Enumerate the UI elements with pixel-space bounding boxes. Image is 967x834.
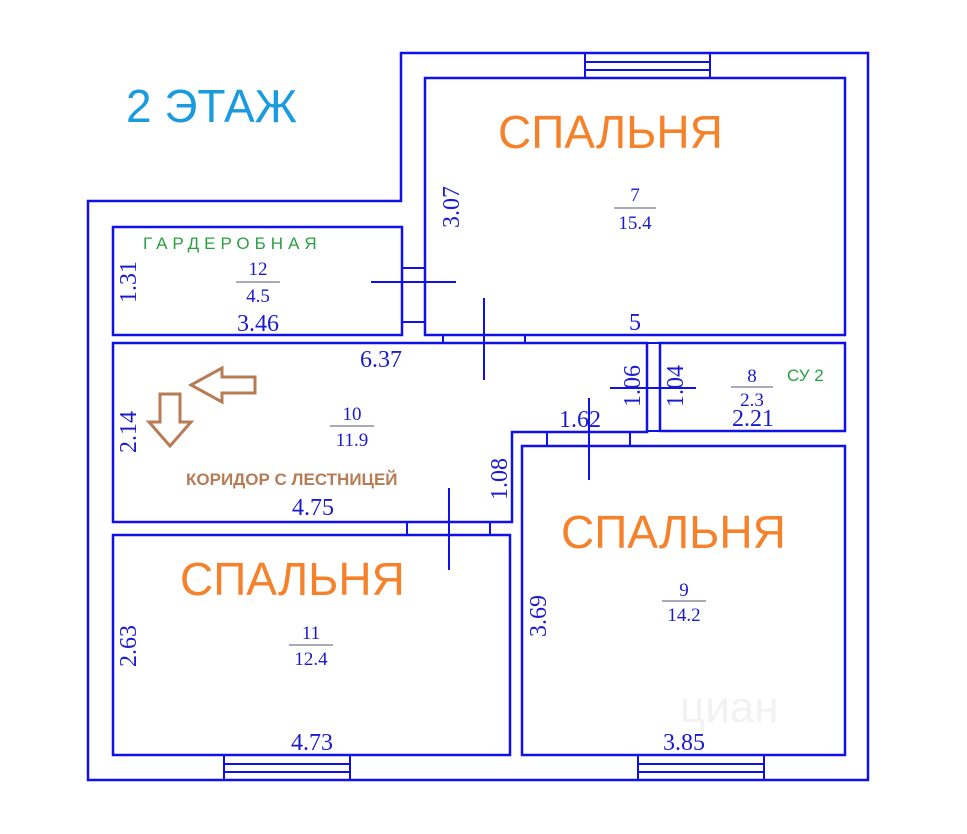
room-number: 12 [249, 259, 268, 280]
bathroom-label: 8 2.3 [731, 366, 773, 411]
bedroom-left-name: СПАЛЬНЯ [180, 553, 405, 605]
dim-bathroom-height: 1.04 [663, 365, 689, 407]
room-bedroom-left [111, 533, 512, 757]
corridor-label: 10 11.9 [330, 404, 374, 451]
dim-wardrobe-width: 3.46 [237, 311, 279, 337]
dim-wardrobe-height: 1.31 [116, 261, 142, 303]
room-bedroom-right [520, 444, 847, 757]
dim-corridor-step-width: 1.62 [559, 407, 601, 433]
bathroom-name: СУ 2 [787, 366, 824, 385]
room-area: 11.9 [336, 430, 369, 451]
dim-bedroom-top-height: 3.07 [439, 186, 465, 228]
corridor-name: КОРИДОР С ЛЕСТНИЦЕЙ [186, 470, 398, 489]
room-area: 4.5 [246, 286, 270, 307]
dim-bedroom-left-width: 4.73 [291, 730, 333, 756]
room-number: 7 [630, 185, 640, 206]
bedroom-top-name: СПАЛЬНЯ [498, 106, 723, 158]
room-number: 9 [679, 580, 689, 601]
stairs-arrow-down-icon [145, 392, 195, 449]
window-top [584, 52, 711, 79]
outer-wall [86, 51, 870, 782]
window-bottom-left [223, 754, 351, 781]
dim-bedroom-right-height: 3.69 [526, 595, 552, 637]
dim-corridor-height: 2.14 [116, 411, 142, 453]
room-number: 11 [302, 623, 320, 644]
dim-corridor-step-height: 1.08 [487, 458, 513, 500]
wardrobe-name: ГАРДЕРОБНАЯ [143, 234, 322, 253]
dim-corridor-right-height: 1.06 [620, 365, 646, 407]
doors [371, 267, 696, 570]
bedroom-left-label: 11 12.4 [289, 623, 333, 670]
window-bottom-right [637, 754, 765, 781]
bedroom-top-label: 7 15.4 [614, 185, 656, 234]
room-area: 12.4 [294, 649, 328, 670]
bedroom-right-label: 9 14.2 [662, 580, 706, 626]
room-area: 14.2 [667, 605, 700, 626]
room-number: 8 [747, 366, 757, 387]
room-area: 15.4 [618, 213, 652, 234]
dim-bathroom-width: 2.21 [732, 406, 774, 432]
dim-bedroom-top-width: 5 [629, 310, 641, 336]
dim-corridor-top: 6.37 [360, 347, 402, 373]
wardrobe-label: 12 4.5 [236, 259, 280, 307]
room-bedroom-top [423, 76, 847, 337]
dim-bedroom-left-height: 2.63 [116, 625, 142, 667]
room-number: 10 [343, 404, 362, 425]
stairs-arrow-left-icon [187, 365, 257, 405]
watermark-text: циан [680, 683, 779, 732]
floor-title: 2 ЭТАЖ [126, 80, 297, 132]
dim-bedroom-right-width: 3.85 [663, 730, 705, 756]
room-area: 2.3 [740, 390, 764, 411]
bedroom-right-name: СПАЛЬНЯ [561, 506, 786, 558]
dim-corridor-bottom: 4.75 [292, 495, 334, 521]
